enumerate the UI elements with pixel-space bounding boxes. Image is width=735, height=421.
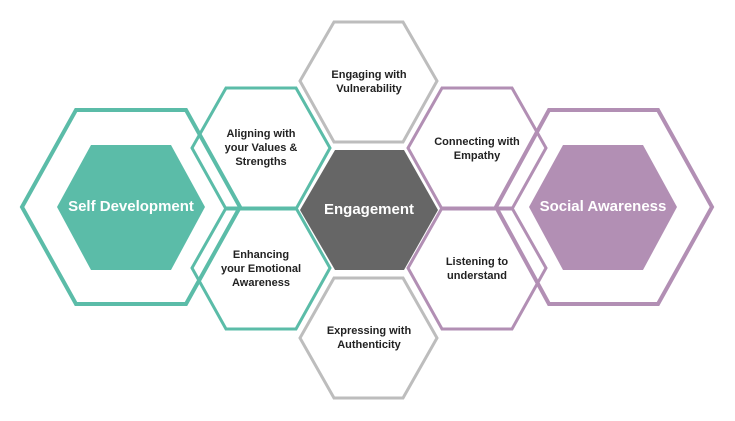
self-development-label: Self Development: [68, 198, 194, 215]
social-awareness-label: Social Awareness: [539, 198, 667, 215]
social-awareness-outer-hexagon: [493, 108, 715, 306]
social-awareness-hexagon: [529, 145, 677, 270]
authenticity-hexagon: [298, 276, 439, 400]
engagement-label: Engagement: [323, 201, 414, 218]
enhancing-awareness-hexagon: [190, 206, 332, 331]
self-development-hexagon: [57, 145, 205, 270]
engagement-hexagon: [300, 150, 438, 270]
vulnerability-hexagon: [298, 20, 439, 144]
listening-understand-hexagon: [406, 206, 548, 331]
